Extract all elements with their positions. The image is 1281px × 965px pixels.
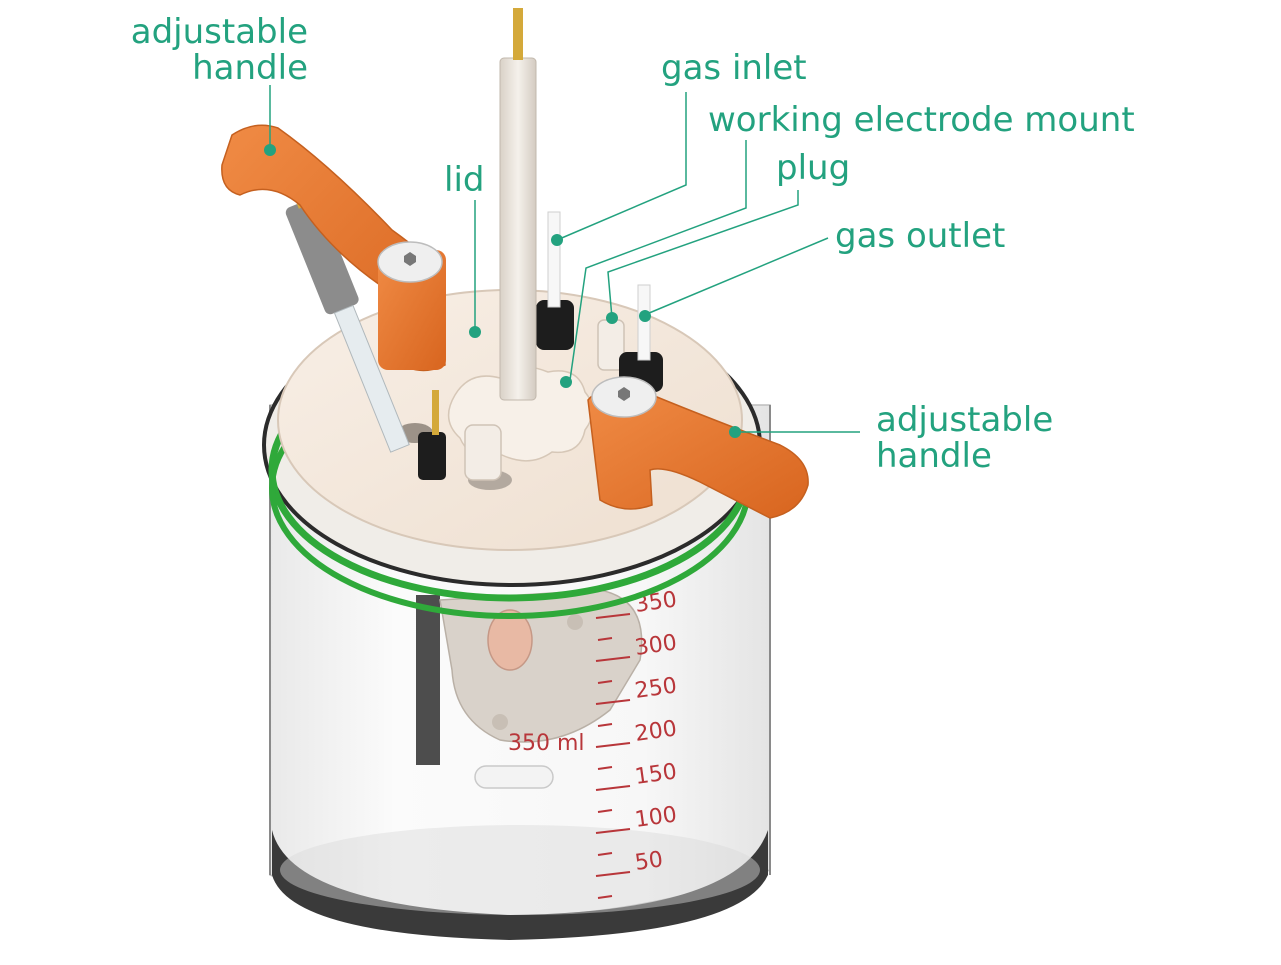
beaker-base — [272, 830, 768, 940]
counter-electrode-rod — [416, 595, 440, 765]
label-adjustable-handle-right: adjustable handle — [876, 402, 1053, 474]
label-handle-left-line2: handle — [192, 48, 308, 88]
label-working-electrode-mount: working electrode mount — [708, 100, 1135, 140]
black-fittings — [418, 300, 663, 480]
leader-gas-outlet — [641, 237, 829, 317]
right-adjustable-handle — [587, 376, 809, 519]
graduation-minor-tick — [597, 852, 613, 856]
graduation-minor-tick — [597, 766, 613, 770]
graduation-major-tick — [595, 785, 631, 791]
graduation-minor-tick — [597, 809, 613, 813]
label-handle-right-line1: adjustable — [876, 400, 1054, 440]
graduation-minor-tick — [597, 637, 613, 641]
graduation-minor-tick — [597, 680, 613, 684]
leader-plug — [607, 190, 799, 319]
leader-working-electrode-mount — [569, 140, 747, 381]
label-gas-outlet: gas outlet — [835, 216, 1006, 256]
pin-contact — [432, 390, 439, 435]
graduation-minor-tick — [597, 723, 613, 727]
capacity-label: 350 ml — [508, 731, 585, 756]
graduation-major-tick — [595, 828, 631, 834]
label-handle-right-line2: handle — [876, 436, 992, 476]
label-plug: plug — [776, 148, 851, 188]
leader-dots — [264, 144, 741, 438]
graduation-major-tick — [595, 699, 631, 705]
graduation-minor-tick — [597, 895, 613, 899]
graduation-major-tick — [595, 656, 631, 662]
label-handle-left-line1: adjustable — [130, 12, 308, 52]
stir-bar — [474, 765, 554, 789]
gas-inlet-tube — [547, 211, 561, 308]
graduation-major-tick — [595, 613, 631, 619]
graduation-label: 150 — [633, 759, 678, 790]
plug — [464, 319, 625, 481]
graduation-major-tick — [595, 871, 631, 877]
gas-outlet-tube — [637, 284, 651, 361]
graduation-label: 50 — [633, 847, 664, 876]
label-gas-inlet: gas inlet — [661, 48, 807, 88]
label-lid: lid — [444, 160, 485, 200]
left-adjustable-handle — [221, 124, 446, 372]
graduation-label: 200 — [633, 716, 678, 747]
graduation-label: 100 — [633, 802, 678, 833]
graduation-label: 300 — [633, 630, 678, 661]
working-electrode-rod — [499, 8, 537, 401]
working-electrode-holder — [439, 589, 643, 743]
graduation-label: 250 — [633, 673, 678, 704]
leader-lines — [269, 85, 860, 433]
graduation-major-tick — [595, 742, 631, 748]
leader-gas-inlet — [556, 92, 687, 241]
label-adjustable-handle-left: adjustable handle — [120, 14, 308, 86]
